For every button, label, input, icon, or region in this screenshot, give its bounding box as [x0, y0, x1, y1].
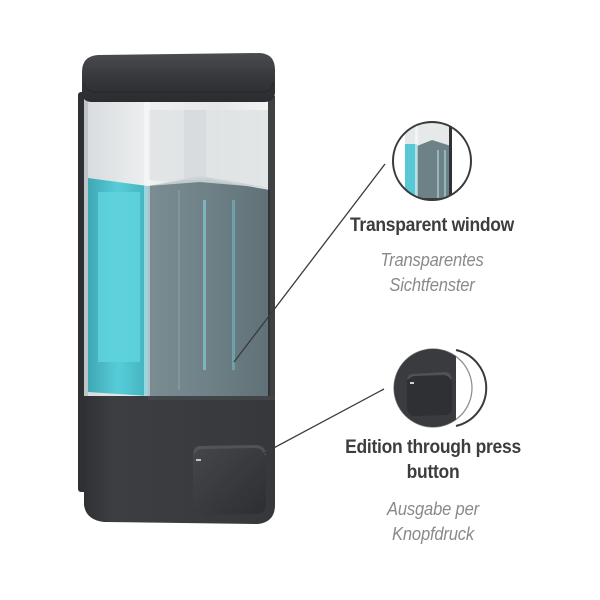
callout-button-subtitle-line1: Ausgabe per — [387, 499, 479, 519]
callout-window-subtitle-line1: Transparentes — [380, 250, 484, 270]
transparent-window — [84, 96, 275, 402]
detail-circle-window — [392, 121, 472, 201]
callout-window-subtitle-line2: Sichtfenster — [389, 275, 475, 295]
dispenser — [78, 53, 275, 524]
callout-button-subtitle-line2: Knopfdruck — [392, 524, 474, 544]
callout-button-title-line2: button — [406, 462, 460, 483]
leader-line-button — [239, 388, 385, 467]
leader-line-window — [233, 163, 386, 363]
lid — [82, 53, 275, 102]
callout-window-title: Transparent window — [349, 215, 515, 236]
callout-button-title-line1: Edition through press — [345, 437, 521, 458]
press-button — [193, 445, 266, 515]
detail-circle-button — [393, 348, 488, 428]
